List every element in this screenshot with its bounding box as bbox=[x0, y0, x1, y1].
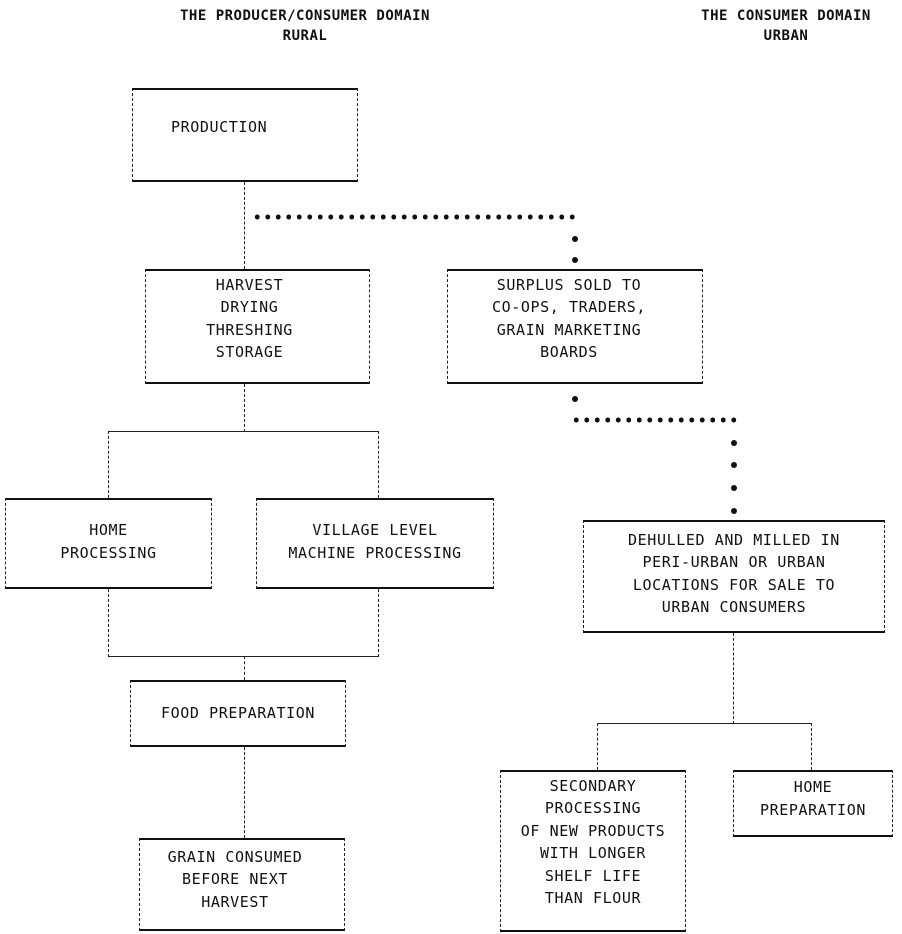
edge-home-processing-merge bbox=[108, 589, 109, 657]
edge-dehulled-split-bar bbox=[597, 723, 812, 724]
node-harvest-label: HARVEST DRYING THRESHING STORAGE bbox=[206, 275, 293, 362]
rural-domain-subtitle: RURAL bbox=[282, 28, 328, 44]
node-home-preparation-label: HOME PREPARATION bbox=[760, 778, 866, 819]
urban-domain-title: THE CONSUMER DOMAIN bbox=[701, 8, 871, 24]
node-surplus: SURPLUS SOLD TO CO-OPS, TRADERS, GRAIN M… bbox=[447, 269, 703, 384]
node-grain-consumed-label: GRAIN CONSUMED BEFORE NEXT HARVEST bbox=[167, 847, 303, 911]
urban-domain-header: THE CONSUMER DOMAIN URBAN bbox=[670, 6, 902, 46]
edge-split-secondary-processing bbox=[597, 723, 598, 770]
edge-dot bbox=[572, 236, 578, 242]
edge-production-harvest bbox=[244, 182, 245, 269]
urban-domain-subtitle: URBAN bbox=[763, 28, 809, 44]
edge-merge-food-preparation bbox=[244, 656, 245, 680]
node-production-label: PRODUCTION bbox=[171, 118, 268, 136]
edge-village-processing-merge bbox=[378, 589, 379, 657]
node-dehulled: DEHULLED AND MILLED IN PERI-URBAN OR URB… bbox=[583, 520, 885, 633]
node-surplus-label: SURPLUS SOLD TO CO-OPS, TRADERS, GRAIN M… bbox=[491, 275, 647, 362]
node-grain-consumed: GRAIN CONSUMED BEFORE NEXT HARVEST bbox=[139, 838, 345, 931]
edge-dot bbox=[731, 462, 737, 468]
node-dehulled-label: DEHULLED AND MILLED IN PERI-URBAN OR URB… bbox=[628, 530, 840, 617]
rural-domain-title: THE PRODUCER/CONSUMER DOMAIN bbox=[179, 8, 430, 24]
edge-dot bbox=[731, 508, 737, 514]
edge-harvest-split bbox=[244, 384, 245, 432]
edge-production-surplus-dotted bbox=[252, 214, 580, 220]
node-production: PRODUCTION bbox=[132, 88, 358, 182]
edge-split-home-processing bbox=[108, 431, 109, 498]
edge-dot bbox=[572, 257, 578, 263]
edge-processing-merge-bar bbox=[108, 656, 379, 657]
node-village-processing: VILLAGE LEVEL MACHINE PROCESSING bbox=[256, 498, 494, 589]
edge-dehulled-split bbox=[733, 633, 734, 724]
edge-surplus-dehulled-dotted bbox=[571, 417, 739, 423]
node-home-preparation: HOME PREPARATION bbox=[733, 770, 893, 837]
edge-split-village-processing bbox=[378, 431, 379, 498]
edge-dot bbox=[731, 440, 737, 446]
node-food-preparation-label: FOOD PREPARATION bbox=[160, 704, 316, 723]
node-secondary-processing: SECONDARY PROCESSING OF NEW PRODUCTS WIT… bbox=[500, 770, 686, 932]
node-village-processing-label: VILLAGE LEVEL MACHINE PROCESSING bbox=[288, 521, 462, 562]
edge-dot bbox=[731, 485, 737, 491]
rural-domain-header: THE PRODUCER/CONSUMER DOMAIN RURAL bbox=[130, 6, 480, 46]
node-harvest: HARVEST DRYING THRESHING STORAGE bbox=[145, 269, 370, 384]
node-secondary-processing-label: SECONDARY PROCESSING OF NEW PRODUCTS WIT… bbox=[520, 776, 666, 908]
node-home-processing-label: HOME PROCESSING bbox=[60, 521, 157, 562]
node-home-processing: HOME PROCESSING bbox=[5, 498, 212, 589]
edge-dot bbox=[572, 396, 578, 402]
edge-harvest-split-bar bbox=[108, 431, 379, 432]
edge-split-home-preparation bbox=[811, 723, 812, 770]
edge-food-preparation-grain-consumed bbox=[244, 747, 245, 838]
node-food-preparation: FOOD PREPARATION bbox=[130, 680, 346, 747]
